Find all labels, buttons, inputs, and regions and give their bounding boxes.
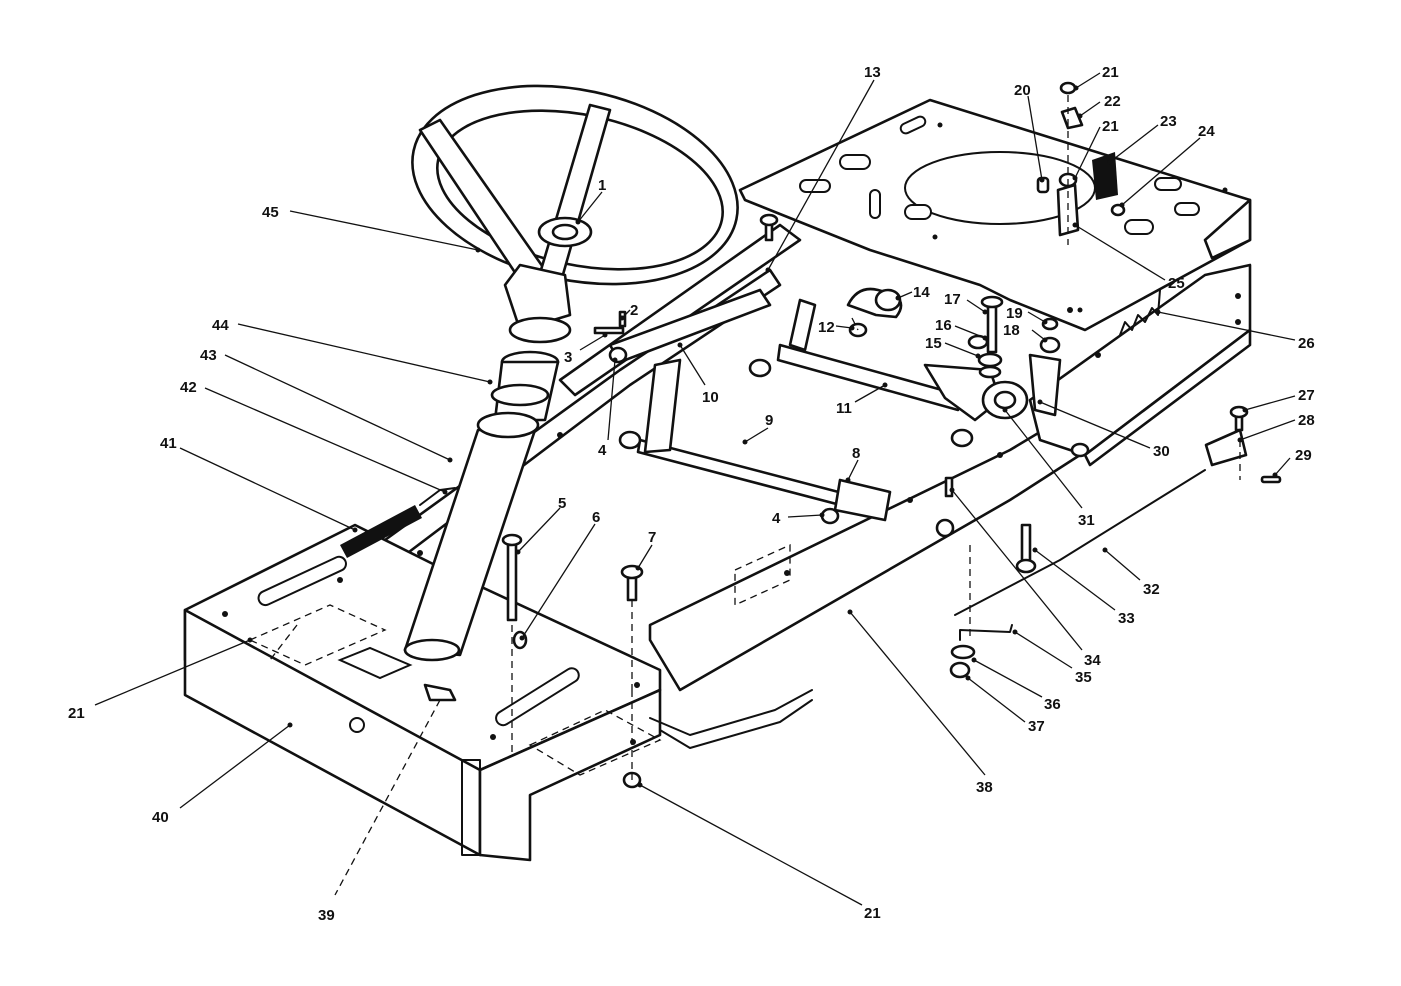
callout-34: 34 (1084, 652, 1101, 669)
callout-9: 9 (765, 412, 773, 429)
callout-21d: 21 (864, 905, 881, 922)
callout-11: 11 (836, 400, 852, 417)
callout-6: 6 (592, 509, 600, 526)
callout-2: 2 (630, 302, 638, 319)
callout-14: 14 (913, 284, 930, 301)
callout-12: 12 (818, 319, 835, 336)
callout-28: 28 (1298, 412, 1315, 429)
callout-42: 42 (180, 379, 197, 396)
callout-24: 24 (1198, 123, 1215, 140)
callout-18: 18 (1003, 322, 1020, 339)
callout-20: 20 (1014, 82, 1031, 99)
callout-17: 17 (944, 291, 961, 308)
callout-23: 23 (1160, 113, 1177, 130)
callout-38: 38 (976, 779, 993, 796)
assembly-lines (269, 95, 1241, 896)
callout-15: 15 (925, 335, 942, 352)
callout-36: 36 (1044, 696, 1061, 713)
callout-22: 22 (1104, 93, 1121, 110)
callout-4a: 4 (598, 442, 607, 459)
callout-21b: 21 (1102, 118, 1119, 135)
steering-assembly (403, 84, 739, 662)
callout-8: 8 (852, 445, 860, 462)
callout-4b: 4 (772, 510, 781, 527)
callout-7: 7 (648, 529, 656, 546)
callout-33: 33 (1118, 610, 1135, 627)
callout-21a: 21 (1102, 64, 1119, 81)
callout-41: 41 (160, 435, 177, 452)
callouts: 1 2 3 4 4 5 6 7 8 9 10 11 12 (68, 64, 1315, 924)
callout-43: 43 (200, 347, 217, 364)
callout-1: 1 (598, 177, 606, 194)
callout-10: 10 (702, 389, 719, 406)
callout-5: 5 (558, 495, 566, 512)
callout-16: 16 (935, 317, 952, 334)
callout-39: 39 (318, 907, 335, 924)
callout-21c: 21 (68, 705, 85, 722)
callout-40: 40 (152, 809, 169, 826)
callout-19: 19 (1006, 305, 1023, 322)
callout-32: 32 (1143, 581, 1160, 598)
callout-31: 31 (1078, 512, 1095, 529)
hardware (340, 81, 1282, 789)
callout-45: 45 (262, 204, 279, 221)
callout-35: 35 (1075, 669, 1092, 686)
callout-29: 29 (1295, 447, 1312, 464)
callout-25: 25 (1168, 275, 1185, 292)
shafts-and-linkage (608, 287, 1161, 522)
callout-44: 44 (212, 317, 229, 334)
callout-13: 13 (864, 64, 881, 81)
rear-deck-plate (738, 98, 1252, 332)
callout-27: 27 (1298, 387, 1315, 404)
callout-3: 3 (564, 349, 572, 366)
callout-37: 37 (1028, 718, 1045, 735)
callout-26: 26 (1298, 335, 1315, 352)
callout-30: 30 (1153, 443, 1170, 460)
